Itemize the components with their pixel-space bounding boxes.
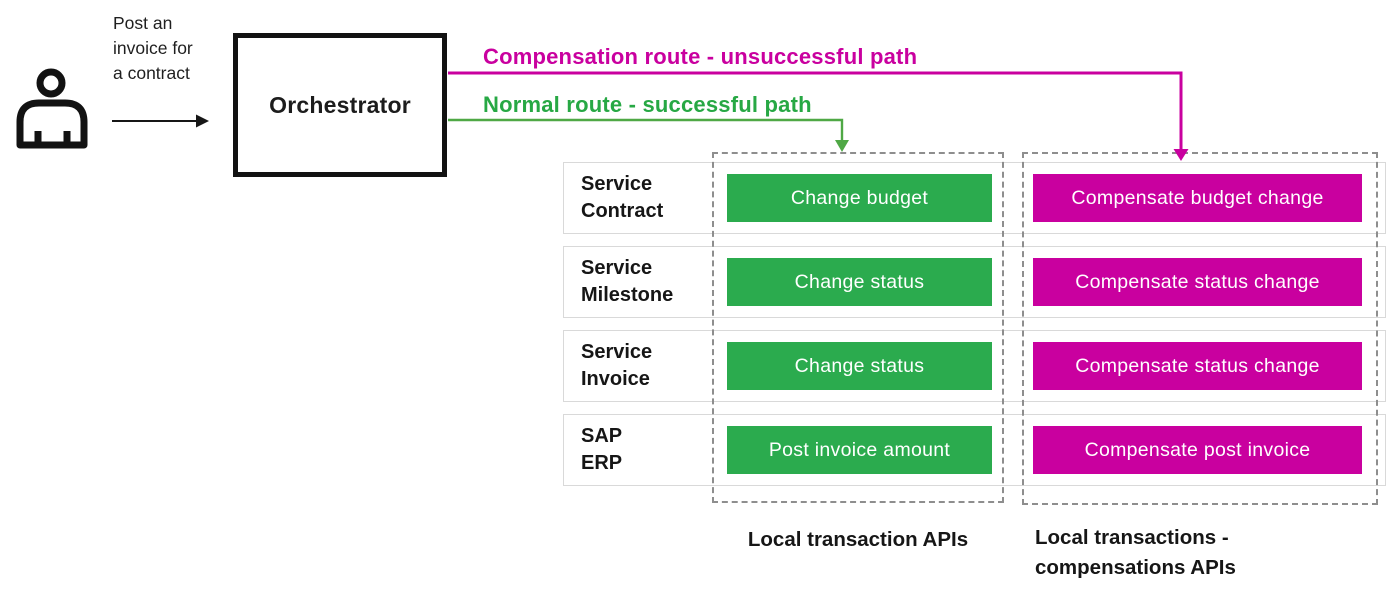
- row-system-line: Invoice: [581, 368, 650, 390]
- row-system-label: Service Milestone: [581, 247, 673, 317]
- normal-route-label: Normal route - successful path: [483, 92, 812, 117]
- transaction-step: Change budget: [727, 174, 992, 222]
- actor-arrowhead-icon: [196, 114, 209, 128]
- transaction-step: Change status: [727, 258, 992, 306]
- actor-arrow: [112, 114, 209, 128]
- local-transactions-caption: Local transaction APIs: [747, 528, 969, 551]
- row-system-line: SAP: [581, 425, 623, 447]
- compensation-step: Compensate status change: [1033, 342, 1362, 390]
- row-system-line: ERP: [581, 452, 623, 474]
- row-system-label: SAP ERP: [581, 415, 622, 485]
- row-system-line: Contract: [581, 200, 664, 222]
- normal-arrowhead-icon: [835, 140, 849, 152]
- orchestrator-label: Orchestrator: [269, 91, 411, 118]
- row-service-invoice: Service Invoice Change status Compensate…: [563, 330, 1386, 402]
- row-system-line: Service: [581, 173, 653, 195]
- orchestrator-box: Orchestrator: [233, 33, 447, 177]
- transaction-step: Change status: [727, 342, 992, 390]
- compensation-step: Compensate post invoice: [1033, 426, 1362, 474]
- compensations-caption-line: compensations APIs: [1035, 555, 1236, 579]
- actor-caption-line: a contract: [113, 63, 190, 83]
- compensations-caption-line: Local transactions -: [1035, 526, 1229, 549]
- compensations-caption: Local transactions - compensations APIs: [1035, 523, 1236, 582]
- actor-caption: Post an invoice for a contract: [113, 11, 193, 86]
- row-system-line: Service: [581, 257, 653, 279]
- compensation-step: Compensate status change: [1033, 258, 1362, 306]
- row-sap-erp: SAP ERP Post invoice amount Compensate p…: [563, 414, 1386, 486]
- compensation-arrowhead-icon: [1173, 149, 1189, 161]
- actor-caption-line: invoice for: [113, 38, 193, 58]
- row-service-milestone: Service Milestone Change status Compensa…: [563, 246, 1386, 318]
- actor-caption-line: Post an: [113, 13, 173, 33]
- row-system-label: Service Invoice: [581, 331, 652, 401]
- row-service-contract: Service Contract Change budget Compensat…: [563, 162, 1386, 234]
- row-system-line: Milestone: [581, 284, 674, 306]
- compensation-step: Compensate budget change: [1033, 174, 1362, 222]
- compensation-route-label: Compensation route - unsuccessful path: [483, 44, 918, 69]
- row-system-line: Service: [581, 341, 653, 363]
- user-icon: [16, 68, 88, 149]
- row-system-label: Service Contract: [581, 163, 663, 233]
- normal-route-arrow: [448, 118, 849, 152]
- transaction-step: Post invoice amount: [727, 426, 992, 474]
